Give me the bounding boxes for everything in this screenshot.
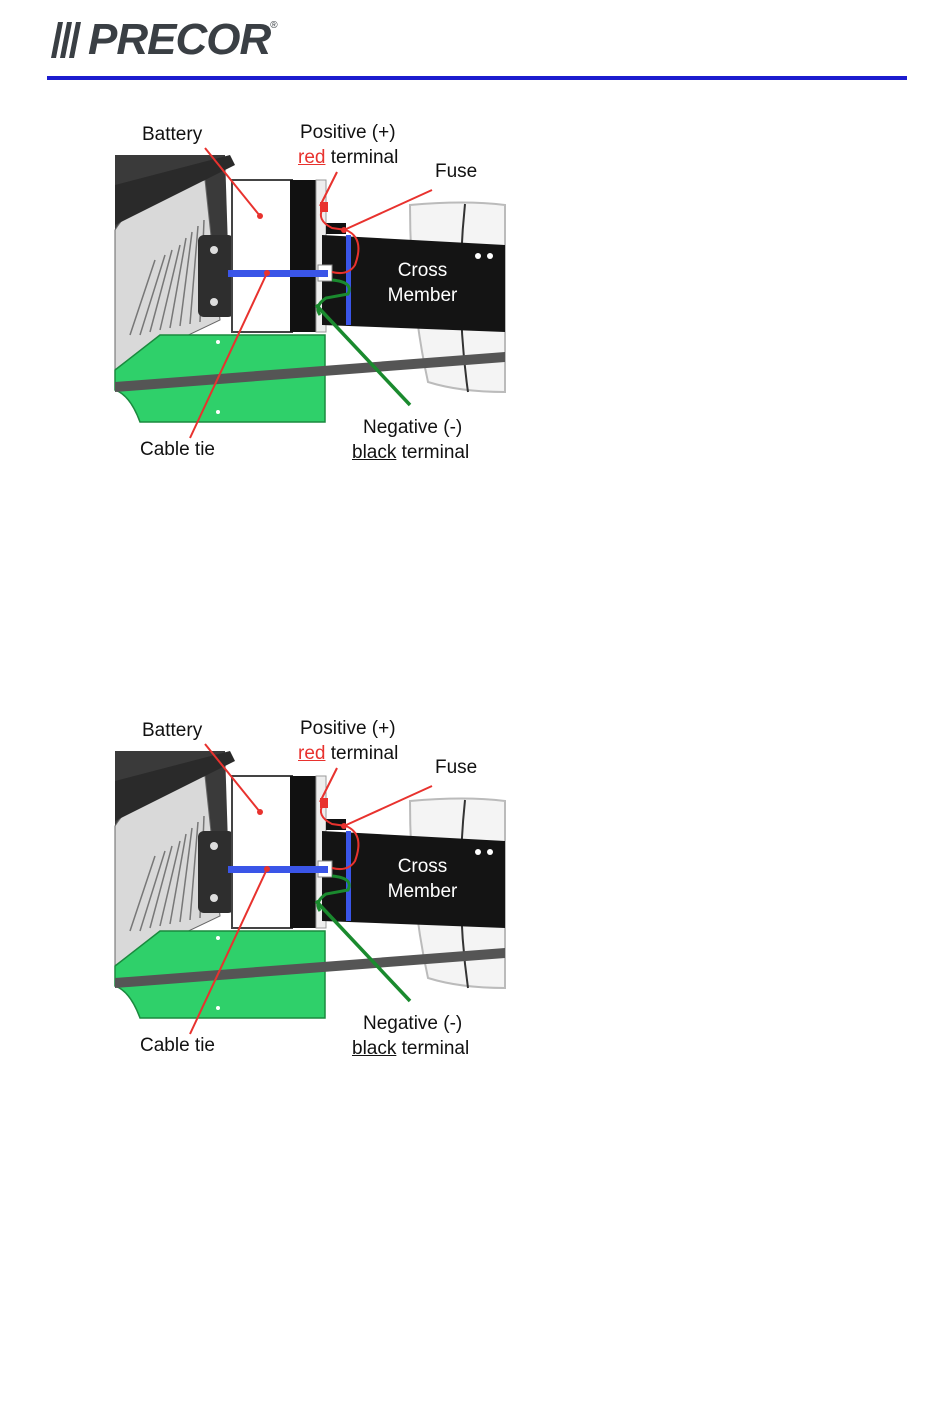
positive-label: Positive (+) xyxy=(300,717,396,741)
header-rule xyxy=(47,76,907,80)
cross-member-label-line1: Cross xyxy=(380,259,465,283)
black-word: black xyxy=(352,1038,396,1059)
black-word: black xyxy=(352,442,396,463)
positive-terminal-label: red terminal xyxy=(298,146,398,170)
brand-name: PRECOR xyxy=(88,20,270,60)
negative-label: Negative (-) xyxy=(363,416,462,440)
red-word: red xyxy=(298,147,325,168)
cable-tie-label: Cable tie xyxy=(140,438,215,462)
battery-label: Battery xyxy=(142,719,202,743)
battery-diagram-1: Battery Positive (+) red terminal Fuse C… xyxy=(110,120,510,465)
registered-mark: ® xyxy=(270,20,277,31)
terminal-word: terminal xyxy=(396,442,469,463)
battery-label: Battery xyxy=(142,123,202,147)
fuse-label: Fuse xyxy=(435,160,477,184)
precor-logo: PRECOR ® xyxy=(50,18,278,62)
terminal-word: terminal xyxy=(325,743,398,764)
battery-diagram-2: Battery Positive (+) red terminal Fuse C… xyxy=(110,716,510,1061)
negative-terminal-label: black terminal xyxy=(352,1037,469,1061)
fuse-label: Fuse xyxy=(435,756,477,780)
logo-stripes-icon xyxy=(50,20,86,60)
cross-member-label-line1: Cross xyxy=(380,855,465,879)
cross-member-label-line2: Member xyxy=(380,284,465,308)
terminal-word: terminal xyxy=(396,1038,469,1059)
terminal-word: terminal xyxy=(325,147,398,168)
red-word: red xyxy=(298,743,325,764)
page-header: PRECOR ® xyxy=(0,0,950,90)
cable-tie-label: Cable tie xyxy=(140,1034,215,1058)
cross-member-label-line2: Member xyxy=(380,880,465,904)
positive-terminal-label: red terminal xyxy=(298,742,398,766)
negative-terminal-label: black terminal xyxy=(352,441,469,465)
negative-label: Negative (-) xyxy=(363,1012,462,1036)
positive-label: Positive (+) xyxy=(300,121,396,145)
